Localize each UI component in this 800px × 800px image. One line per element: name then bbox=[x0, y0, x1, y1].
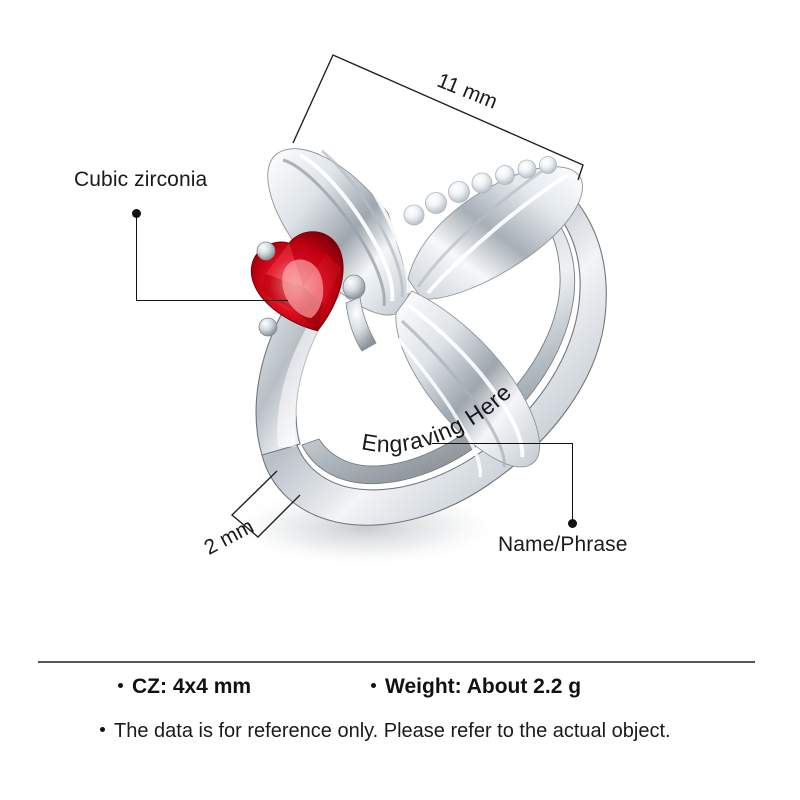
spec-weight: Weight: About 2.2 g bbox=[385, 675, 582, 698]
name-phrase-leader-vertical bbox=[572, 444, 574, 522]
cubic-zirconia-leader-vertical bbox=[136, 214, 138, 301]
tail-fin-lower-fan bbox=[395, 290, 541, 478]
ring-illustration: Engraving Here bbox=[225, 148, 607, 567]
bullet-icon bbox=[118, 683, 123, 688]
tail-fin-right bbox=[407, 165, 583, 300]
cubic-zirconia-label: Cubic zirconia bbox=[74, 168, 208, 191]
cubic-zirconia-leader-horizontal bbox=[136, 300, 288, 302]
name-phrase-leader-horizontal bbox=[432, 443, 573, 445]
bullet-icon bbox=[100, 727, 105, 732]
name-phrase-leader-dot bbox=[568, 519, 577, 528]
spec-row-primary: CZ: 4x4 mm Weight: About 2.2 g bbox=[118, 675, 688, 699]
cubic-zirconia-leader-dot bbox=[132, 209, 141, 218]
bullet-icon bbox=[371, 683, 377, 688]
spec-row-disclaimer: The data is for reference only. Please r… bbox=[100, 720, 720, 743]
spec-cz: CZ: 4x4 mm bbox=[132, 675, 252, 698]
name-phrase-label: Name/Phrase bbox=[498, 533, 628, 556]
section-divider bbox=[38, 661, 755, 663]
gem-prongs bbox=[256, 241, 377, 352]
spec-disclaimer: The data is for reference only. Please r… bbox=[114, 720, 671, 742]
heart-gem bbox=[250, 231, 344, 332]
